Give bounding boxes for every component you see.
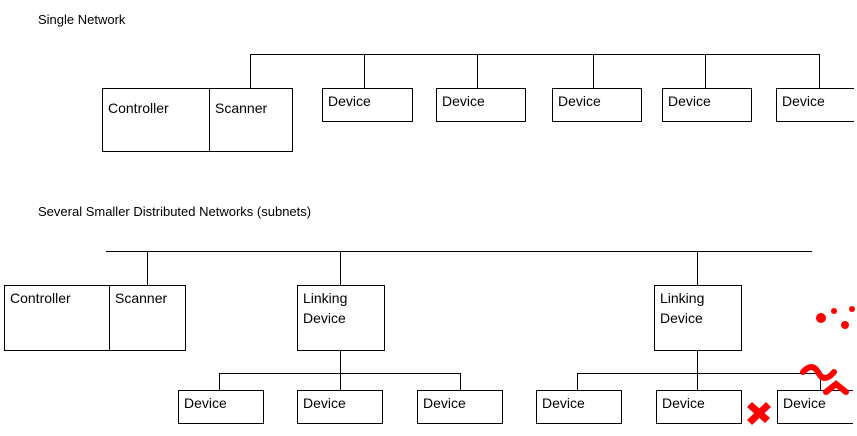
single-controller-label: Controller — [108, 100, 169, 116]
single-network-drop — [477, 54, 478, 88]
subnets-controller-label: Controller — [10, 290, 71, 306]
single-network-drop — [593, 54, 594, 88]
subnets-main-drop — [340, 251, 341, 285]
red-stroke-mark — [800, 364, 849, 395]
subnet-1-drop — [460, 373, 461, 390]
red-dots-mark — [816, 306, 855, 329]
subnets-main-bus — [106, 251, 812, 252]
single-network-drop — [705, 54, 706, 88]
linking-device-box: Linking Device — [654, 285, 742, 351]
single-scanner-label: Scanner — [215, 100, 268, 116]
subnet-1-device-box: Device — [417, 390, 503, 424]
single-device-label: Device — [668, 93, 711, 109]
subnets-title: Several Smaller Distributed Networks (su… — [38, 204, 312, 219]
single-controller-box: Controller — [102, 88, 210, 152]
subnet-1-device-label: Device — [423, 395, 466, 411]
single-device-box: Device — [662, 88, 752, 122]
linking-device-label: Linking Device — [660, 290, 705, 326]
subnet-2-device-box: Device — [656, 390, 742, 424]
subnet-2-device-box: Device — [536, 390, 622, 424]
subnet-1-drop — [340, 373, 341, 390]
single-network-title: Single Network — [38, 12, 126, 27]
single-device-box: Device — [776, 88, 854, 122]
single-network-drop — [250, 54, 251, 88]
subnet-2-device-box: Device — [777, 390, 853, 424]
subnet-2-bus — [577, 373, 820, 374]
subnet-1-bus — [219, 373, 460, 374]
single-device-label: Device — [442, 93, 485, 109]
subnet-2-drop — [697, 373, 698, 390]
linking-device-box: Linking Device — [297, 285, 385, 351]
subnet-1-device-label: Device — [184, 395, 227, 411]
subnets-scanner-label: Scanner — [115, 290, 168, 306]
single-device-label: Device — [782, 93, 825, 109]
subnet-2-device-label: Device — [783, 395, 826, 411]
single-network-drop — [364, 54, 365, 88]
single-device-label: Device — [328, 93, 371, 109]
single-device-box: Device — [436, 88, 526, 122]
subnet-1-device-box: Device — [178, 390, 264, 424]
single-network-drop — [819, 54, 820, 88]
subnet-1-drop — [219, 373, 220, 390]
single-device-box: Device — [322, 88, 413, 122]
single-device-label: Device — [558, 93, 601, 109]
single-scanner-box: Scanner — [209, 88, 293, 152]
subnet-1-device-label: Device — [303, 395, 346, 411]
subnets-scanner-box: Scanner — [109, 285, 186, 351]
subnet-2-drop — [820, 373, 821, 390]
subnet-2-trunk — [697, 351, 698, 373]
red-cross-mark — [747, 402, 771, 425]
subnet-2-device-label: Device — [662, 395, 705, 411]
single-network-bus — [250, 54, 819, 55]
subnet-1-device-box: Device — [297, 390, 383, 424]
subnets-main-drop — [147, 251, 148, 285]
subnet-2-drop — [577, 373, 578, 390]
linking-device-label: Linking Device — [303, 290, 348, 326]
subnets-main-drop — [697, 251, 698, 285]
subnet-2-device-label: Device — [542, 395, 585, 411]
subnets-controller-box: Controller — [4, 285, 110, 351]
subnet-1-trunk — [340, 351, 341, 373]
single-device-box: Device — [552, 88, 642, 122]
